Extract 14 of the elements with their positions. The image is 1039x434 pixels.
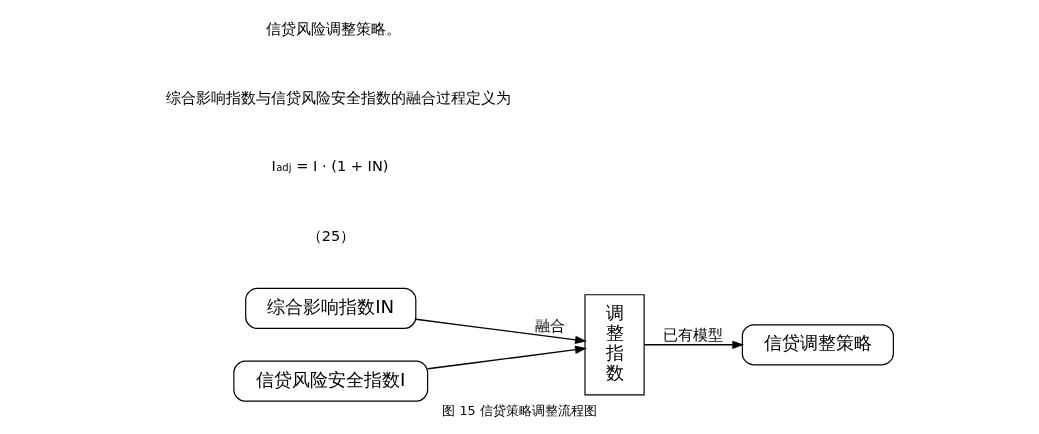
node-box: 信贷调整策略 [741,324,894,366]
label: 综合影响指数与信贷风险安全指数的融合过程定义为 [165,88,511,106]
node-box: 调整指数 [584,294,645,396]
arrow [643,340,745,349]
node-box: 综合影响指数IN [245,287,417,329]
label: 信贷风险调整策略。 [266,19,402,37]
caption: 图 15 信贷策略调整流程图 [442,403,597,419]
edge-label: 融合 [535,316,566,334]
edge-label: 已有模型 [663,326,724,344]
label: （25） [306,226,356,244]
arrow [427,345,587,370]
arrow [415,318,587,344]
label: Iadj = I · (1 + IN) [271,156,389,174]
node-box: 信贷风险安全指数I [233,360,429,402]
